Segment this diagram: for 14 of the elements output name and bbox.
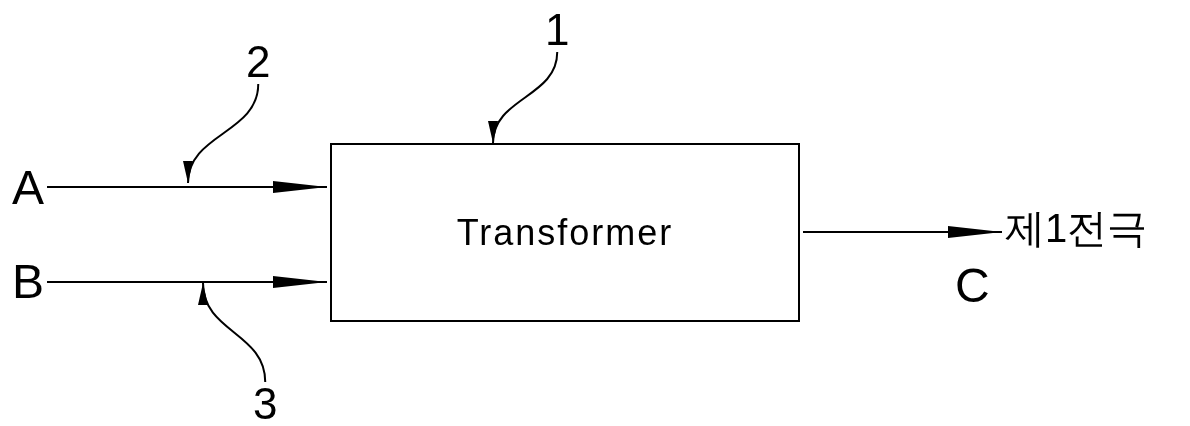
- arrow: [46, 276, 328, 288]
- leader-line: [490, 51, 559, 144]
- box-label: Transformer: [456, 214, 674, 251]
- input-label: A: [12, 164, 44, 212]
- arrow: [802, 226, 1003, 238]
- output-label: 제1전극: [1005, 208, 1148, 248]
- leader-line: [185, 83, 260, 184]
- input-label: B: [12, 258, 44, 306]
- leader-line: [200, 282, 267, 383]
- process-box: [330, 143, 800, 322]
- arrow: [46, 181, 328, 193]
- callout-number: 1: [545, 8, 570, 52]
- callout-number: 3: [253, 382, 278, 426]
- callout-number: 2: [246, 40, 271, 84]
